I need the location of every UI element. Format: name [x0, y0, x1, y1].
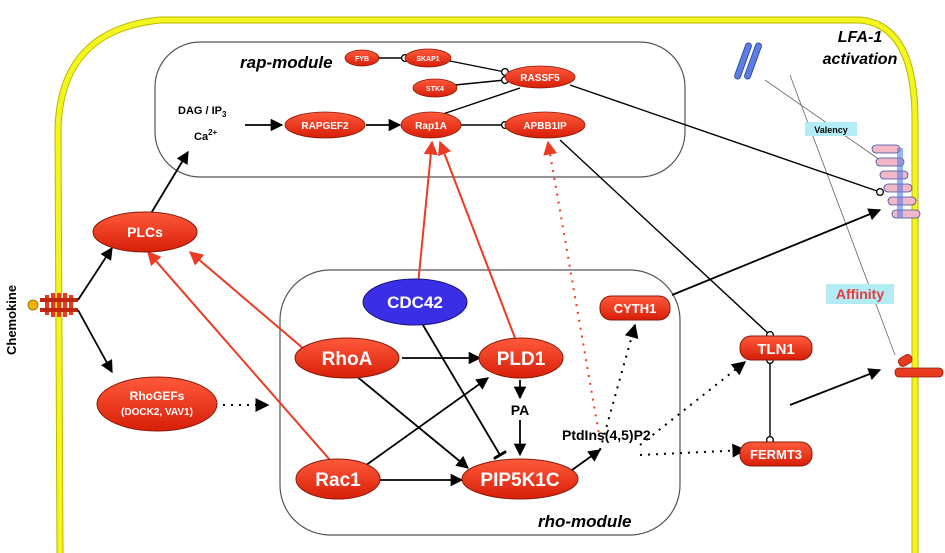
- valency-tag: Valency: [805, 122, 857, 136]
- affinity-tag: Affinity: [826, 284, 894, 304]
- node-cyth1[interactable]: CYTH1: [599, 295, 671, 321]
- stk4-label: STK4: [426, 86, 444, 93]
- node-skap1[interactable]: SKAP1: [404, 48, 452, 68]
- node-pip5k1c[interactable]: PIP5K1C: [461, 458, 579, 500]
- affinity-link: [789, 74, 896, 356]
- lfa1-title-line2: activation: [823, 51, 898, 68]
- dotted-arrows: [215, 323, 747, 458]
- node-rapgef2[interactable]: RAPGEF2: [284, 111, 366, 139]
- rap1a-label: Rap1A: [415, 121, 447, 132]
- chemokine-receptor: [27, 293, 78, 317]
- lfa1-receptor-inactive: [734, 42, 762, 80]
- tln1-label: TLN1: [757, 341, 795, 358]
- node-fyb[interactable]: FYB: [344, 49, 380, 67]
- chemokine-label: Chemokine: [4, 285, 19, 355]
- dotted-red-arrow: [543, 140, 601, 441]
- affinity-label: Affinity: [836, 286, 884, 302]
- node-rac1[interactable]: Rac1: [295, 458, 381, 500]
- chemokine-ligand: [27, 299, 39, 311]
- node-tln1[interactable]: TLN1: [739, 335, 813, 361]
- node-rap1a[interactable]: Rap1A: [400, 111, 462, 139]
- valency-link: [764, 79, 881, 161]
- pip5k1c-label: PIP5K1C: [480, 470, 559, 491]
- red-arrows: [147, 140, 516, 461]
- node-cdc42[interactable]: CDC42: [362, 278, 468, 326]
- valency-label: Valency: [814, 125, 848, 135]
- lfa1-receptor-cluster: [871, 144, 921, 219]
- ca-label: Ca2+: [194, 128, 218, 143]
- fermt3-label: FERMT3: [750, 447, 802, 462]
- dag-label: DAG / IP3: [178, 105, 227, 119]
- node-pld1[interactable]: PLD1: [478, 337, 564, 379]
- pa-label: PA: [511, 402, 529, 418]
- node-fermt3[interactable]: FERMT3: [739, 441, 813, 467]
- cell-membrane: [54, 16, 919, 553]
- rac1-label: Rac1: [315, 470, 361, 491]
- rhogefs-sublabel: (DOCK2, VAV1): [121, 407, 193, 418]
- cyth1-label: CYTH1: [614, 301, 657, 316]
- cdc42-inhibit: [419, 319, 507, 460]
- node-plcs[interactable]: PLCs: [92, 211, 198, 253]
- apbb1ip-label: APBB1IP: [523, 121, 567, 132]
- rhoa-label: RhoA: [322, 349, 373, 370]
- node-rhoa[interactable]: RhoA: [294, 337, 400, 379]
- binding-lines: [370, 54, 884, 444]
- fyb-label: FYB: [355, 56, 369, 63]
- node-apbb1ip[interactable]: APBB1IP: [504, 111, 586, 139]
- rassf5-label: RASSF5: [520, 73, 560, 84]
- rap-module-title: rap-module: [240, 53, 333, 72]
- ptdins-label: PtdIns(4,5)P2: [562, 427, 651, 443]
- node-rassf5[interactable]: RASSF5: [504, 65, 576, 89]
- lfa1-title-line1: LFA-1: [838, 29, 883, 46]
- node-rhogefs[interactable]: RhoGEFs (DOCK2, VAV1): [96, 376, 218, 432]
- plcs-label: PLCs: [127, 224, 163, 240]
- skap1-label: SKAP1: [416, 56, 439, 63]
- rhogefs-label: RhoGEFs: [130, 389, 185, 403]
- rapgef2-label: RAPGEF2: [301, 121, 349, 132]
- cdc42-label: CDC42: [387, 293, 443, 312]
- lfa1-receptor-active: [894, 354, 944, 378]
- node-stk4[interactable]: STK4: [412, 78, 458, 98]
- black-arrows: [77, 118, 882, 487]
- rap-module-box: [154, 41, 686, 178]
- rho-module-title: rho-module: [538, 512, 632, 531]
- pld1-label: PLD1: [497, 349, 546, 370]
